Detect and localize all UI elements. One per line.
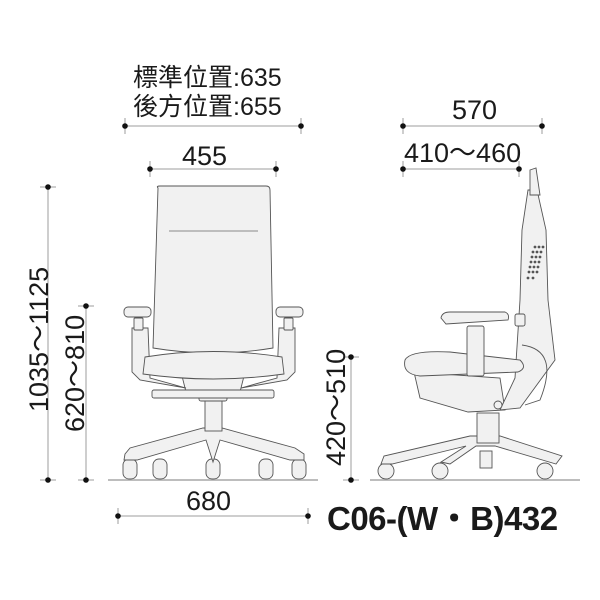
front-base [123,427,305,464]
dimension-dots [45,123,545,519]
side-arm-post [466,325,485,377]
side-base [380,435,563,465]
front-seat [142,351,285,380]
dimension-lines [40,118,580,524]
overall-height-label: 1035〜1125 [24,266,54,412]
base-width-label: 680 [186,486,232,516]
front-casters [122,458,307,480]
front-gas-column [204,396,223,432]
side-back-frame [499,189,556,411]
seat-depth-label: 410〜460 [404,138,522,168]
model-code: C06-(W・B)432 [327,500,558,537]
side-seat-shell [413,371,506,413]
back-width-label: 455 [182,141,228,171]
depth-standard-label: 標準位置:635 [133,64,282,92]
front-right-armrest [275,306,304,318]
seat-height-label: 420〜510 [321,348,351,466]
side-view-chair [377,167,563,480]
side-gas-column [476,412,500,444]
front-left-armrest [123,306,152,318]
side-lumbar-knob [514,313,526,327]
side-mesh-holes [526,245,545,280]
side-armrest [440,311,510,325]
front-view-chair [122,185,307,480]
depth-rear-label: 後方位置:655 [133,93,282,121]
overall-depth-label: 570 [452,95,498,125]
armrest-height-label: 620〜810 [60,314,90,432]
side-caster [377,462,395,480]
front-backrest [152,185,274,354]
side-lever [493,400,503,410]
side-seat [404,351,524,377]
